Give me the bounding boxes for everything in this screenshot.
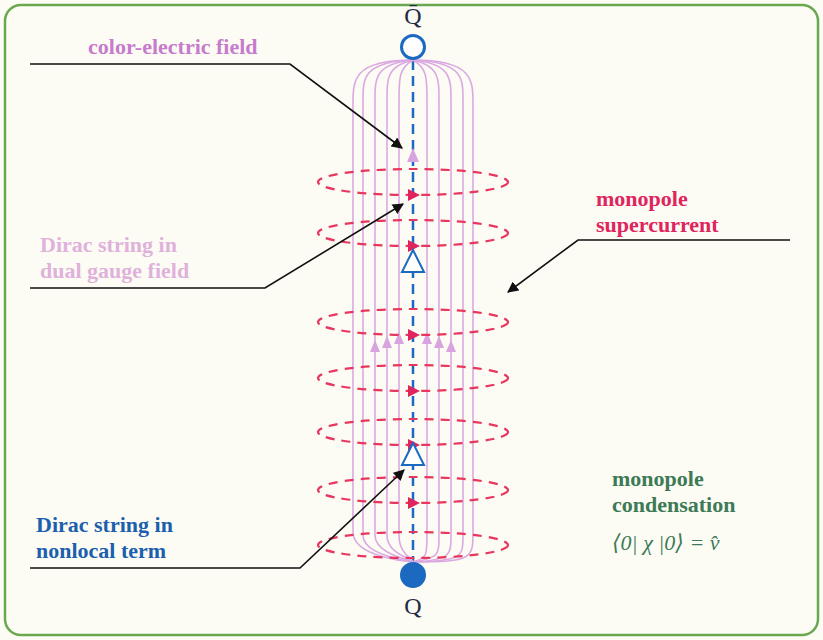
panel-border	[5, 5, 818, 635]
leader-lines	[30, 64, 790, 568]
string-label: Dirac string in dual gauge field	[40, 232, 215, 284]
current-label: monopole supercurrent	[596, 186, 756, 238]
monopole-supercurrent-loops	[318, 169, 508, 558]
charge-label: Q	[404, 593, 421, 619]
field-label: color-electric field	[88, 34, 348, 60]
electric-field-lines	[353, 60, 473, 562]
charge-label: Q̄	[404, 3, 421, 29]
field-arrowheads	[370, 148, 456, 352]
quark-charge: Q	[400, 562, 426, 588]
dirac-string	[413, 60, 414, 562]
dirac-string-triangles	[402, 250, 424, 465]
quark-charge: Q̄	[400, 34, 426, 60]
vev-formula: ⟨0| χ |0⟩ = v̂	[612, 530, 802, 556]
string-label: Dirac string in nonlocal term	[36, 512, 226, 564]
condensation-label: monopole condensation	[612, 466, 772, 518]
